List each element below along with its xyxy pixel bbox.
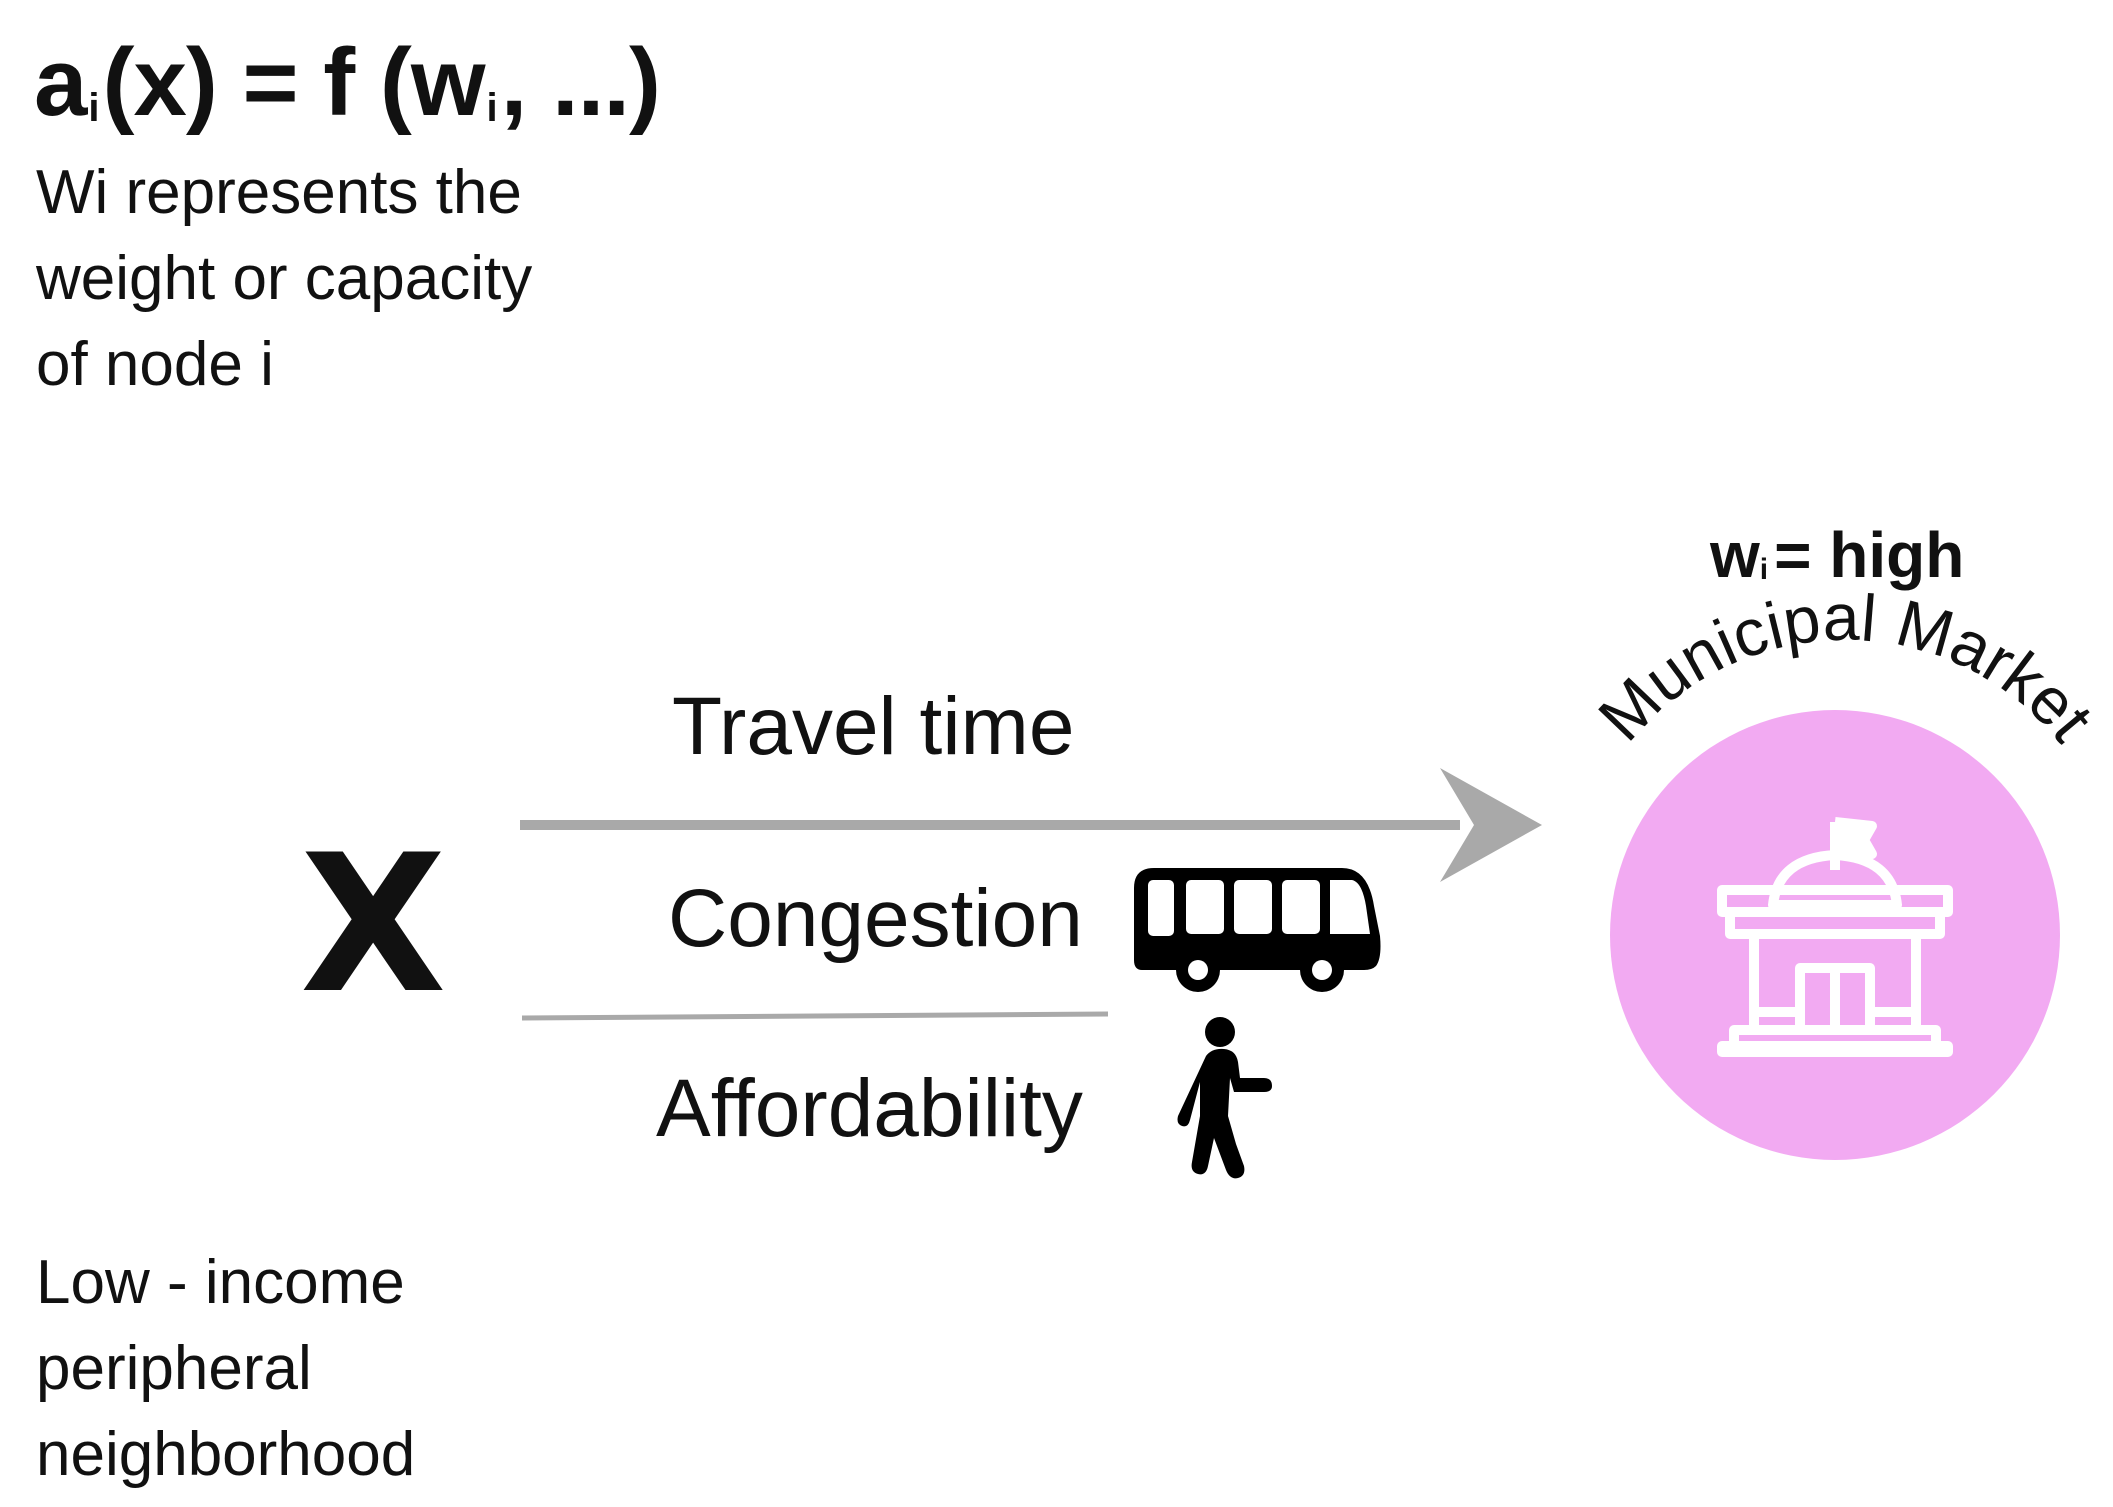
weight-label: wi= high <box>1710 518 1964 592</box>
origin-label-line-1: Low - income <box>36 1248 405 1317</box>
formula-subscript-i: i <box>88 86 99 130</box>
factor-affordability: Affordability <box>656 1063 1083 1154</box>
weight-w: w <box>1710 519 1760 591</box>
origin-label-line-2: peripheral <box>36 1334 312 1403</box>
pedestrian-icon <box>1177 1017 1272 1179</box>
accessibility-formula: ai(x) = f (wi, ...) <box>34 28 661 138</box>
origin-label-line-3: neighborhood <box>36 1420 416 1489</box>
weight-value: = high <box>1774 519 1965 591</box>
factor-travel-time: Travel time <box>672 681 1075 772</box>
origin-label: Low - income peripheral neighborhood <box>36 1240 636 1498</box>
description-line-2: weight or capacity <box>36 244 533 313</box>
origin-node-x: X <box>300 814 447 1035</box>
formula-description: Wi represents the weight or capacity of … <box>36 150 736 408</box>
bus-icon <box>1134 868 1381 992</box>
market-building-icon <box>1717 817 1953 1057</box>
weight-subscript-i: i <box>1759 553 1769 586</box>
formula-middle: (x) = f (w <box>102 29 486 136</box>
factor-congestion: Congestion <box>668 873 1083 964</box>
description-line-3: of node i <box>36 330 274 399</box>
formula-subscript-i-2: i <box>486 86 498 130</box>
formula-a: a <box>34 29 87 136</box>
description-line-1: Wi represents the <box>36 158 522 227</box>
affordability-divider <box>521 1011 1109 1021</box>
travel-arrow <box>520 768 1542 882</box>
formula-suffix: , ...) <box>500 29 661 136</box>
